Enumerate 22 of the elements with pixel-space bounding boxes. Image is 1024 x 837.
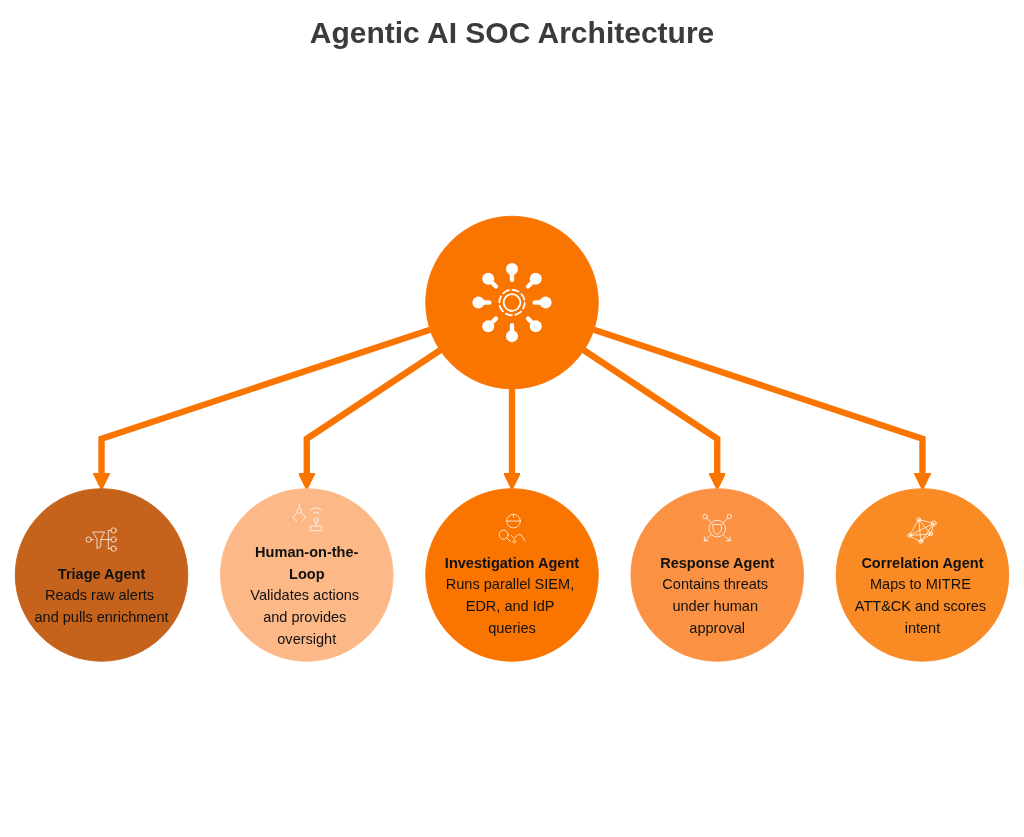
agent-circle (14, 488, 189, 662)
agent-name: Investigation Agent (444, 554, 580, 571)
agent-circle (425, 488, 599, 662)
agent-circle (835, 488, 1010, 662)
agent-description: Reads raw alerts and pulls enrichment (34, 587, 169, 625)
agent-name: Human-on-the-Loop (255, 543, 359, 582)
arrow (503, 388, 521, 490)
agent-description: Validates actions and provides oversight (250, 587, 361, 647)
agent-name: Response Agent (660, 554, 775, 571)
agent-name: Triage Agent (57, 565, 146, 582)
arrow (582, 347, 727, 490)
agent-circle (220, 488, 394, 662)
title: Agentic AI SOC Architecture (309, 16, 715, 50)
agent-description: Maps to MITRE ATT&CK and scores intent (854, 576, 988, 636)
hub-circle (425, 215, 599, 389)
agent-description: Runs parallel SIEM, EDR, and IdP queries (445, 576, 576, 636)
agent-name: Correlation Agent (861, 554, 984, 571)
arrow (297, 347, 442, 490)
arrow (92, 326, 432, 490)
arrow (592, 326, 932, 490)
agent-circle (630, 488, 804, 662)
agent-description: Contains threats under human approval (662, 576, 770, 636)
